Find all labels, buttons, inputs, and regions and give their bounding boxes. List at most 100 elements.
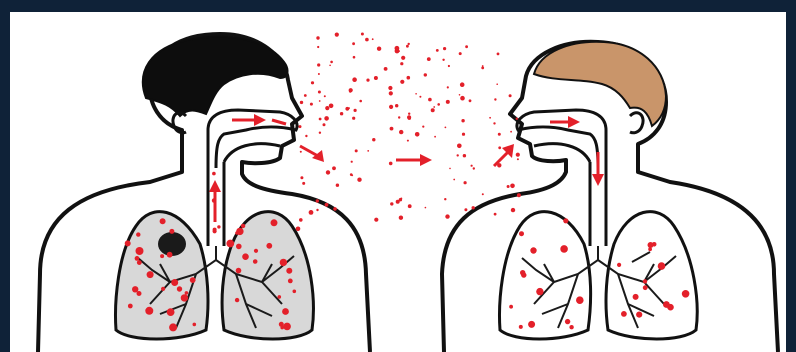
droplet-particle-icon <box>137 260 142 265</box>
droplet-particle-icon <box>374 76 378 80</box>
droplet-particle-icon <box>293 290 297 294</box>
droplet-particle-icon <box>319 132 321 134</box>
droplet-particle-icon <box>563 218 568 223</box>
droplet-particle-icon <box>427 57 431 61</box>
droplet-particle-icon <box>399 216 403 220</box>
droplet-particle-icon <box>355 149 358 152</box>
droplet-particle-icon <box>325 203 329 207</box>
droplet-particle-icon <box>351 161 353 163</box>
droplet-particle-icon <box>185 291 189 295</box>
droplet-particle-icon <box>473 167 475 169</box>
droplet-particle-icon <box>236 268 242 274</box>
droplet-particle-icon <box>481 67 484 70</box>
droplet-particle-icon <box>324 116 329 121</box>
droplet-particle-icon <box>437 103 440 106</box>
droplet-particle-icon <box>317 46 319 48</box>
droplet-particle-icon <box>472 206 475 209</box>
droplet-particle-icon <box>652 242 657 247</box>
droplet-particle-icon <box>408 113 410 115</box>
droplet-particle-icon <box>460 82 465 87</box>
droplet-particle-icon <box>617 263 621 267</box>
droplet-particle-icon <box>447 86 449 88</box>
droplet-particle-icon <box>519 231 524 236</box>
droplet-particle-icon <box>348 107 350 109</box>
infected-person-hair <box>143 37 288 116</box>
droplet-particle-icon <box>309 210 314 215</box>
droplet-particle-icon <box>253 259 258 264</box>
droplet-particle-icon <box>318 73 320 75</box>
droplet-particle-icon <box>449 168 451 170</box>
droplet-particle-icon <box>510 131 512 133</box>
exposed-person-ear <box>630 113 643 133</box>
droplet-particle-icon <box>428 98 432 102</box>
droplet-particle-icon <box>299 125 302 128</box>
droplet-particle-icon <box>283 323 291 331</box>
droplet-particle-icon <box>516 153 520 157</box>
droplet-particle-icon <box>352 77 357 82</box>
droplet-particle-icon <box>395 46 400 51</box>
droplet-particle-icon <box>445 127 447 129</box>
droplet-particle-icon <box>241 224 245 228</box>
droplet-particle-icon <box>161 287 165 291</box>
droplet-particle-icon <box>147 271 154 278</box>
droplet-particle-icon <box>296 227 301 232</box>
droplet-particle-icon <box>444 198 446 200</box>
droplet-particle-icon <box>132 286 138 292</box>
droplet-particle-icon <box>340 112 343 115</box>
droplet-particle-icon <box>424 73 427 76</box>
droplet-particle-icon <box>520 270 525 275</box>
droplet-particle-icon <box>401 56 405 60</box>
airborne-transmission-illustration <box>10 12 786 352</box>
droplet-particle-icon <box>366 79 369 82</box>
droplet-particle-icon <box>489 117 491 119</box>
droplet-particle-icon <box>682 290 690 298</box>
droplet-particle-icon <box>213 229 217 233</box>
droplet-particle-icon <box>519 325 523 329</box>
droplet-particle-icon <box>408 43 410 45</box>
droplet-particle-icon <box>509 305 513 309</box>
droplet-particle-icon <box>422 126 424 128</box>
droplet-particle-icon <box>509 94 512 97</box>
droplet-particle-icon <box>242 253 249 260</box>
droplet-particle-icon <box>286 268 292 274</box>
droplet-particle-icon <box>419 96 421 98</box>
droplet-particle-icon <box>325 106 329 110</box>
droplet-particle-icon <box>190 277 196 283</box>
droplet-particle-icon <box>330 61 333 64</box>
droplet-particle-icon <box>278 295 282 299</box>
droplet-particle-icon <box>517 158 519 160</box>
droplet-particle-icon <box>658 262 666 270</box>
droplet-particle-icon <box>160 218 166 224</box>
inhale-entry-arrow <box>494 144 514 166</box>
droplet-particle-icon <box>353 56 356 59</box>
droplet-particle-icon <box>517 193 521 197</box>
droplet-particle-icon <box>316 199 319 202</box>
droplet-particle-icon <box>448 65 450 67</box>
droplet-particle-icon <box>217 225 220 228</box>
droplet-particle-icon <box>333 207 337 211</box>
droplet-particle-icon <box>508 146 510 148</box>
droplet-particle-icon <box>569 325 573 329</box>
droplet-particle-icon <box>406 45 409 48</box>
droplet-particle-icon <box>317 63 320 66</box>
droplet-particle-icon <box>494 98 496 100</box>
droplet-particle-icon <box>396 200 400 204</box>
droplet-particle-icon <box>633 294 639 300</box>
droplet-particle-icon <box>400 62 403 65</box>
droplet-particle-icon <box>316 36 319 39</box>
droplet-particle-icon <box>266 243 272 249</box>
droplet-particle-icon <box>442 59 444 61</box>
droplet-particle-icon <box>434 136 436 138</box>
droplet-particle-icon <box>461 119 464 122</box>
droplet-particle-icon <box>367 150 369 152</box>
droplet-particle-icon <box>493 122 495 124</box>
droplet-particle-icon <box>663 301 670 308</box>
droplet-particle-icon <box>388 86 392 90</box>
droplet-particle-icon <box>271 219 278 226</box>
droplet-particle-icon <box>395 104 398 107</box>
droplet-particle-icon <box>226 240 234 248</box>
droplet-particle-icon <box>357 178 361 182</box>
droplet-particle-icon <box>516 118 518 120</box>
exposed-person <box>442 42 778 352</box>
